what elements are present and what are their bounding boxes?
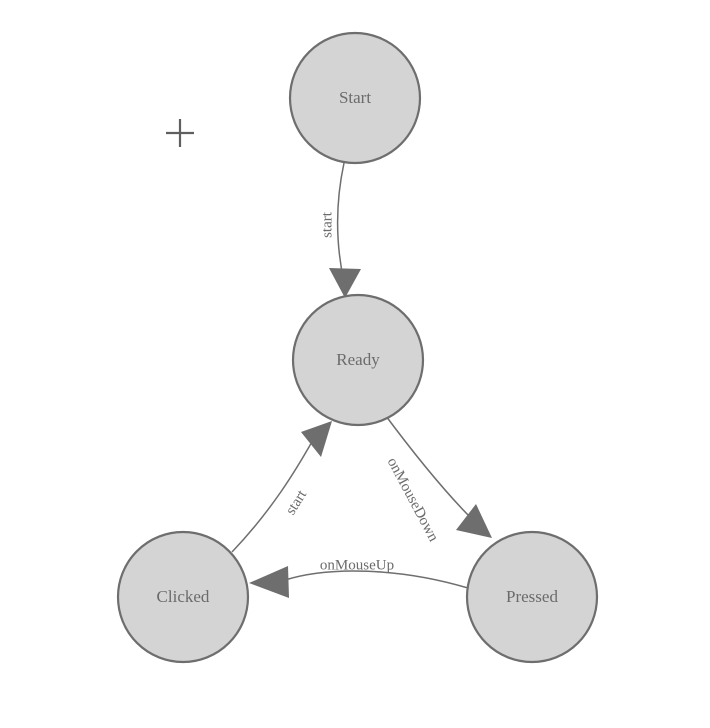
- edge-label-pressed-to-clicked: onMouseUp: [320, 557, 394, 573]
- node-start-circle[interactable]: [288, 31, 422, 165]
- edge-pressed-to-clicked[interactable]: onMouseUp: [249, 557, 469, 598]
- node-pressed-circle[interactable]: [465, 530, 599, 664]
- node-pressed-label: Pressed: [506, 587, 558, 606]
- node-ready-label: Ready: [336, 350, 380, 369]
- edge-ready-to-pressed-arrowhead: [456, 504, 492, 538]
- edge-pressed-to-clicked-arrowhead: [249, 566, 289, 598]
- node-clicked-circle[interactable]: [116, 530, 250, 664]
- node-start[interactable]: Start: [288, 31, 422, 165]
- edge-start-to-ready[interactable]: start: [319, 162, 361, 298]
- crosshair-icon: [166, 119, 194, 147]
- edge-label-ready-to-pressed: onMouseDown: [384, 455, 442, 545]
- node-ready[interactable]: Ready: [291, 293, 425, 427]
- edge-label-start-to-ready: start: [319, 211, 335, 238]
- node-ready-circle[interactable]: [291, 293, 425, 427]
- edge-clicked-to-ready[interactable]: start: [231, 421, 332, 553]
- edge-label-clicked-to-ready: start: [283, 487, 311, 518]
- node-clicked-label: Clicked: [157, 587, 210, 606]
- edge-pressed-to-clicked-path[interactable]: [284, 570, 469, 589]
- node-clicked[interactable]: Clicked: [116, 530, 250, 664]
- node-pressed[interactable]: Pressed: [465, 530, 599, 664]
- edge-start-to-ready-path[interactable]: [336, 162, 345, 283]
- node-start-label: Start: [339, 88, 371, 107]
- edge-ready-to-pressed[interactable]: onMouseDown: [382, 411, 492, 545]
- edge-clicked-to-ready-path[interactable]: [231, 439, 314, 553]
- edge-clicked-to-ready-arrowhead: [301, 421, 332, 457]
- edge-start-to-ready-arrowhead: [329, 268, 361, 298]
